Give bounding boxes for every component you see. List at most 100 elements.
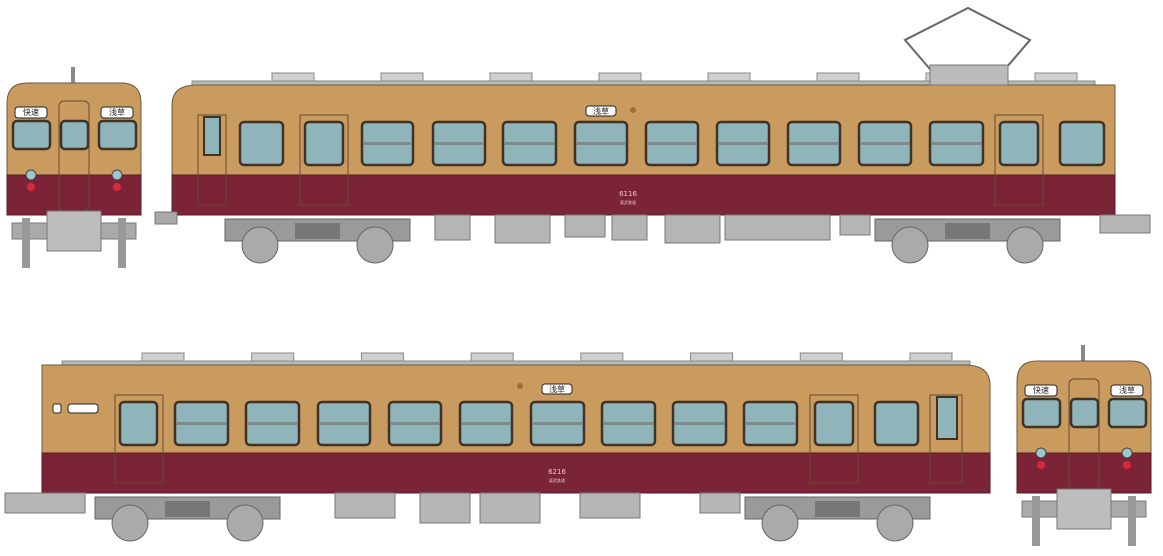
bogie-center — [295, 223, 340, 239]
window-divider — [931, 142, 982, 145]
bogie-center — [815, 501, 860, 517]
destination-sign-right — [1110, 384, 1144, 397]
car-body-lower — [41, 452, 991, 494]
window-divider — [504, 142, 555, 145]
antenna — [71, 67, 75, 83]
window-divider — [647, 142, 697, 145]
headlight — [1035, 447, 1047, 459]
service-sign-right — [1024, 384, 1058, 397]
door — [197, 114, 227, 206]
wheel — [891, 226, 929, 264]
window-divider — [532, 422, 583, 425]
door — [299, 114, 349, 206]
destination-sign-top-text: 浅草 — [593, 106, 609, 116]
operator-mark-top: 東武鉄道 — [620, 199, 636, 205]
window-divider — [461, 422, 511, 425]
window — [118, 400, 159, 447]
wheel — [1006, 226, 1044, 264]
destination-sign-right-text: 浅草 — [1119, 385, 1135, 395]
destination-sign-left-text: 浅草 — [109, 107, 125, 117]
wheel-left — [1032, 496, 1040, 546]
car-body-lower — [171, 174, 1116, 216]
top-side-car — [154, 6, 1151, 264]
underfloor-equipment — [479, 492, 541, 524]
underfloor-equipment — [664, 214, 721, 244]
coupler — [154, 211, 178, 225]
window-divider — [718, 142, 768, 145]
coupler-gear — [1056, 488, 1112, 530]
underfloor-equipment — [419, 492, 471, 524]
window — [1021, 397, 1062, 429]
side-destination-sign — [203, 116, 221, 156]
car-number-bottom: 6216 — [548, 468, 566, 476]
window-divider — [603, 422, 654, 425]
underfloor-equipment — [1099, 214, 1151, 234]
wheel — [761, 504, 799, 542]
destination-sign-bottom-text: 浅草 — [549, 384, 565, 394]
bottom-side-car — [4, 352, 991, 542]
headlight — [1121, 447, 1133, 459]
bogie-center — [945, 223, 990, 239]
bogie-center — [165, 501, 210, 517]
pantograph-base — [929, 64, 1009, 86]
headlight — [25, 169, 37, 181]
window — [11, 119, 52, 151]
wheel — [111, 504, 149, 542]
window — [97, 119, 138, 151]
window-divider — [319, 422, 369, 425]
window-divider — [789, 142, 839, 145]
destination-sign-top — [585, 105, 617, 117]
door — [994, 114, 1044, 206]
window — [303, 120, 345, 167]
antenna — [1081, 345, 1085, 361]
underfloor-equipment — [564, 214, 606, 238]
cab-lower — [1016, 452, 1152, 494]
underfloor-equipment — [724, 214, 831, 241]
operator-mark-bottom: 東武鉄道 — [549, 477, 565, 483]
wheel-right — [118, 218, 126, 268]
front-cab-right — [1016, 345, 1152, 546]
window-divider — [363, 142, 412, 145]
underfloor-equipment — [494, 214, 551, 244]
window-divider — [576, 142, 626, 145]
window-divider — [390, 422, 440, 425]
window — [873, 400, 920, 447]
service-sign-left — [14, 106, 48, 119]
destination-sign-bottom — [541, 383, 573, 395]
side-sign — [67, 403, 99, 414]
door — [114, 394, 164, 484]
window-divider — [434, 142, 484, 145]
window — [998, 120, 1040, 167]
service-sign-left-text: 快速 — [23, 107, 39, 117]
wheel — [241, 226, 279, 264]
door — [809, 394, 859, 484]
window-divider — [247, 422, 298, 425]
taillight — [1037, 461, 1045, 469]
front-cab-left — [6, 67, 142, 268]
window-divider — [674, 422, 725, 425]
cab-lower — [6, 174, 142, 216]
wheel-left — [22, 218, 30, 268]
taillight — [113, 183, 121, 191]
window — [1107, 397, 1148, 429]
underfloor-equipment — [434, 214, 471, 241]
window-divider — [176, 422, 227, 425]
coupler-gear — [46, 210, 102, 252]
underfloor-equipment — [839, 214, 871, 236]
marker — [630, 107, 636, 113]
underfloor-equipment — [579, 492, 641, 519]
wheel-right — [1128, 496, 1136, 546]
headlight — [111, 169, 123, 181]
taillight — [1123, 461, 1131, 469]
window-divider — [860, 142, 910, 145]
wheel — [356, 226, 394, 264]
side-sign-small — [52, 403, 62, 414]
window — [1058, 120, 1106, 167]
taillight — [27, 183, 35, 191]
window — [1069, 397, 1100, 429]
marker — [517, 383, 523, 389]
window — [238, 120, 285, 167]
underfloor-equipment — [611, 214, 648, 241]
underfloor-equipment — [699, 492, 741, 514]
